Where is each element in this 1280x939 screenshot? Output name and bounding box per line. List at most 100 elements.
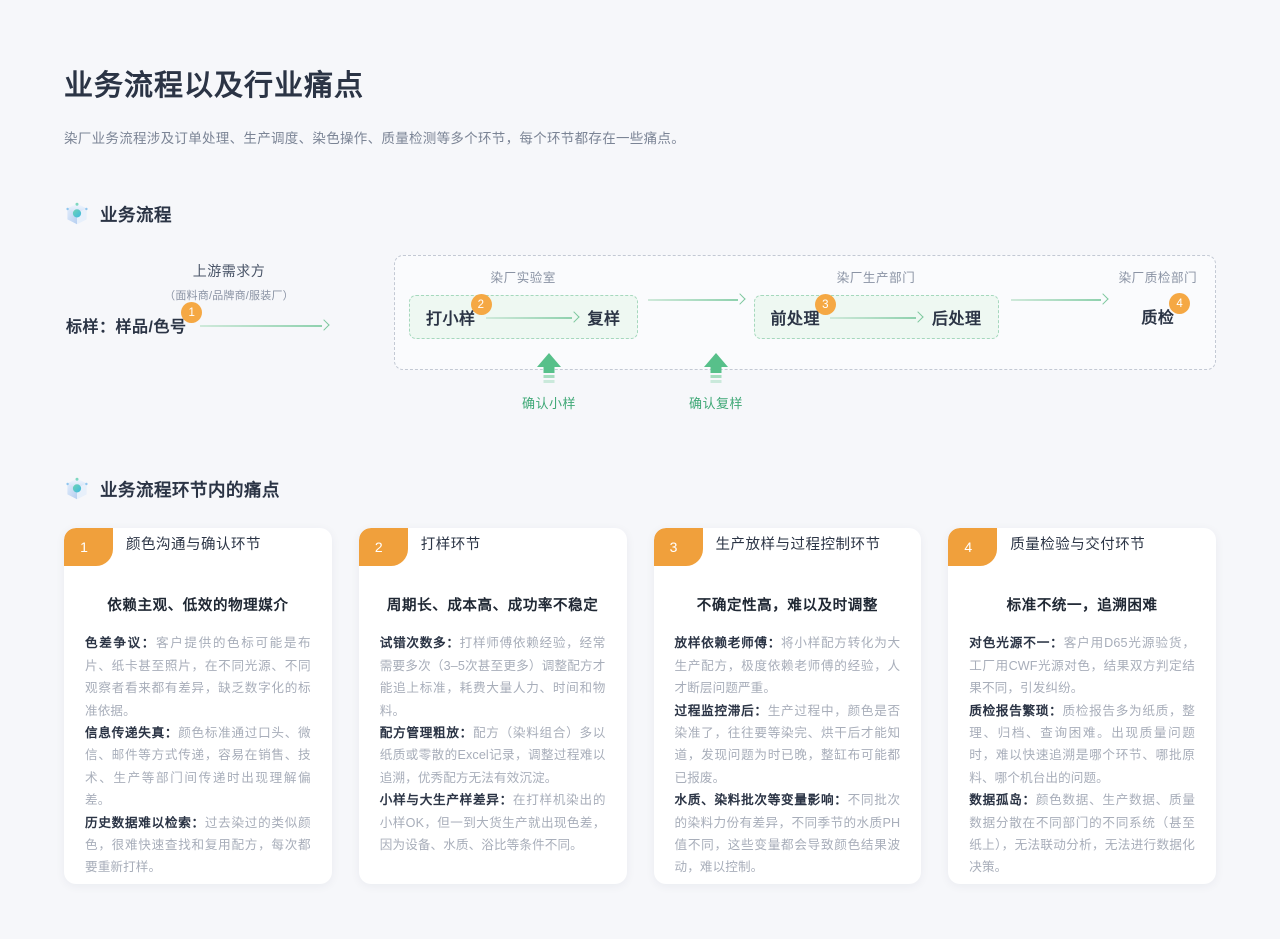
page-title: 业务流程以及行业痛点 xyxy=(64,70,365,102)
pain-point-text: 配方（染料组合）多以纸质或零散的Excel记录，调整过程难以追溯，优秀配方无法有… xyxy=(379,725,606,785)
card-body: 放样依赖老师傅：将小样配方转化为大生产配方，极度依赖老师傅的经验，人才断层问题严… xyxy=(675,632,901,878)
pain-point-item: 历史数据难以检索：过去染过的类似颜色，很难快速查找和复用配方，每次都要重新打样。 xyxy=(85,812,311,879)
pain-point-card: 2 打样环节周期长、成本高、成功率不稳定试错次数多：打样师傅依赖经验，经常需要多次… xyxy=(358,528,627,885)
card-title: 打样环节 xyxy=(420,537,481,554)
pain-point-text: 在打样机染出的小样OK，但一到大货生产就出现色差，因为设备、水质、浴比等条件不同… xyxy=(379,793,606,852)
pain-point-term: 放样依赖老师傅： xyxy=(674,636,782,651)
pain-point-item: 对色光源不一：客户用D65光源验货，工厂用CWF光源对色，结果双方判定结果不同，… xyxy=(969,632,1195,699)
flow-badge-2: 2 xyxy=(470,294,492,316)
pain-point-item: 配方管理粗放：配方（染料组合）多以纸质或零散的Excel记录，调整过程难以追溯，… xyxy=(380,722,606,789)
card-subtitle: 标准不统一，追溯困难 xyxy=(1006,598,1158,615)
card-title: 颜色沟通与确认环节 xyxy=(126,537,261,554)
flow-node-sample-trial[interactable]: 打小样 2 xyxy=(426,294,492,329)
pain-point-term: 质检报告繁琐： xyxy=(969,703,1063,718)
card-subtitle: 不确定性高，难以及时调整 xyxy=(696,598,878,615)
card-header: 2 打样环节 xyxy=(358,528,627,576)
card-number-badge: 3 xyxy=(653,528,703,567)
up-arrow-icon xyxy=(701,353,731,387)
upstream-subtitle: （面料商/品牌商/服装厂） xyxy=(164,290,294,303)
pain-point-item: 试错次数多：打样师傅依赖经验，经常需要多次（3–5次甚至更多）调整配方才能追上标… xyxy=(380,632,606,722)
card-header: 1 颜色沟通与确认环节 xyxy=(64,528,332,576)
pain-point-text: 客户用D65光源验货，工厂用CWF光源对色，结果双方判定结果不同，引发纠纷。 xyxy=(969,636,1196,696)
card-body: 试错次数多：打样师傅依赖经验，经常需要多次（3–5次甚至更多）调整配方才能追上标… xyxy=(380,632,606,856)
card-subtitle: 周期长、成本高、成功率不稳定 xyxy=(386,598,599,615)
flow-outer-container: 染厂实验室 打小样 2 复样 染厂生产部门 xyxy=(394,255,1216,371)
pain-point-item: 质检报告繁琐：质检报告多为纸质，整理、归档、查询困难。出现质量问题时，难以快速追… xyxy=(969,700,1195,790)
flow-group-lab: 染厂实验室 打小样 2 复样 xyxy=(409,267,638,340)
upstream-title: 上游需求方 xyxy=(192,263,266,280)
card-number-badge: 1 xyxy=(64,528,113,567)
section-header-pain: 业务流程环节内的痛点 xyxy=(64,476,1216,502)
cube-icon xyxy=(64,201,90,227)
flow-badge-3: 3 xyxy=(815,294,837,316)
flow-group-production: 染厂生产部门 前处理 3 后处理 xyxy=(753,267,999,340)
dept-title-lab: 染厂实验室 xyxy=(490,271,557,286)
pain-point-term: 对色光源不一： xyxy=(969,636,1064,651)
confirm-sample-group: 确认小样 xyxy=(522,353,576,412)
flow-inner-box-production: 前处理 3 后处理 xyxy=(753,294,999,340)
pain-point-item: 小样与大生产样差异：在打样机染出的小样OK，但一到大货生产就出现色差，因为设备、… xyxy=(380,789,606,856)
flow-badge-1: 1 xyxy=(181,302,203,324)
business-flow-diagram: 上游需求方 （面料商/品牌商/服装厂） 标样：样品/色号 1 染厂实验室 xyxy=(64,255,1216,430)
pain-point-card: 3 生产放样与过程控制环节不确定性高，难以及时调整放样依赖老师傅：将小样配方转化为… xyxy=(653,528,922,885)
pain-point-item: 放样依赖老师傅：将小样配方转化为大生产配方，极度依赖老师傅的经验，人才断层问题严… xyxy=(675,632,901,699)
dept-title-qc: 染厂质检部门 xyxy=(1118,271,1198,286)
pain-point-term: 水质、染料批次等变量影响： xyxy=(674,793,848,808)
pain-point-text: 将小样配方转化为大生产配方，极度依赖老师傅的经验，人才断层问题严重。 xyxy=(674,636,901,696)
pain-point-text: 过去染过的类似颜色，很难快速查找和复用配方，每次都要重新打样。 xyxy=(85,815,311,875)
pain-point-term: 试错次数多： xyxy=(379,636,460,651)
dept-title-production: 染厂生产部门 xyxy=(836,271,916,286)
flow-node-pretreatment[interactable]: 前处理 3 xyxy=(771,294,837,329)
card-number-badge: 4 xyxy=(948,528,998,567)
flow-arrow-production-inner xyxy=(830,311,922,323)
flow-arrow-lab-to-production xyxy=(647,293,744,305)
pain-point-text: 生产过程中，颜色是否染准了，往往要等染完、烘干后才能知道，发现问题为时已晚，整缸… xyxy=(674,703,901,785)
card-body: 对色光源不一：客户用D65光源验货，工厂用CWF光源对色，结果双方判定结果不同，… xyxy=(969,632,1195,878)
page-subtitle: 染厂业务流程涉及订单处理、生产调度、染色操作、质量检测等多个环节，每个环节都存在… xyxy=(64,130,685,146)
confirm-resample-group: 确认复样 xyxy=(689,353,743,412)
card-title: 生产放样与过程控制环节 xyxy=(715,537,881,554)
pain-point-item: 色差争议：客户提供的色标可能是布片、纸卡甚至照片，在不同光源、不同观察者看来都有… xyxy=(85,632,311,722)
confirm-label-sample: 确认小样 xyxy=(522,396,577,412)
section-title-pain: 业务流程环节内的痛点 xyxy=(100,479,280,500)
flow-node-posttreatment[interactable]: 后处理 xyxy=(932,311,982,329)
card-title: 质量检验与交付环节 xyxy=(1010,537,1146,554)
flow-node-quality-check[interactable]: 质检 4 xyxy=(1141,293,1191,328)
flow-inner-box-qc: 质检 4 xyxy=(1125,293,1191,337)
flow-group-upstream: 上游需求方 （面料商/品牌商/服装厂） 标样：样品/色号 1 xyxy=(64,255,394,370)
card-subtitle: 依赖主观、低效的物理媒介 xyxy=(107,598,289,615)
flow-badge-4: 4 xyxy=(1169,293,1191,315)
pain-point-term: 色差争议： xyxy=(85,636,157,651)
pain-point-text: 颜色数据、生产数据、质量数据分散在不同部门的不同系统（甚至纸上），无法联动分析，… xyxy=(969,793,1196,875)
flow-arrow-lab-inner xyxy=(485,311,578,323)
card-body: 色差争议：客户提供的色标可能是布片、纸卡甚至照片，在不同光源、不同观察者看来都有… xyxy=(85,632,311,878)
card-header: 3 生产放样与过程控制环节 xyxy=(653,528,922,576)
pain-point-term: 过程监控滞后： xyxy=(674,703,768,718)
card-header: 4 质量检验与交付环节 xyxy=(948,528,1216,576)
flow-arrow-upstream-to-lab xyxy=(200,319,328,331)
cube-icon xyxy=(64,476,90,502)
pain-point-item: 数据孤岛：颜色数据、生产数据、质量数据分散在不同部门的不同系统（甚至纸上），无法… xyxy=(969,789,1195,879)
pain-point-card: 1 颜色沟通与确认环节依赖主观、低效的物理媒介色差争议：客户提供的色标可能是布片、… xyxy=(64,528,332,885)
pain-point-item: 信息传递失真：颜色标准通过口头、微信、邮件等方式传递，容易在销售、技术、生产等部… xyxy=(85,722,311,812)
flow-node-standard-sample[interactable]: 标样：样品/色号 1 xyxy=(66,302,203,337)
pain-point-text: 不同批次的染料力份有差异，不同季节的水质PH值不同，这些变量都会导致颜色结果波动… xyxy=(674,793,901,875)
pain-point-text: 打样师傅依赖经验，经常需要多次（3–5次甚至更多）调整配方才能追上标准，耗费大量… xyxy=(379,636,606,718)
pain-point-cards: 1 颜色沟通与确认环节依赖主观、低效的物理媒介色差争议：客户提供的色标可能是布片、… xyxy=(64,528,1216,885)
confirm-label-resample: 确认复样 xyxy=(689,396,744,412)
pain-point-text: 质检报告多为纸质，整理、归档、查询困难。出现质量问题时，难以快速追溯是哪个环节、… xyxy=(969,703,1196,785)
up-arrow-icon xyxy=(534,353,564,387)
pain-point-item: 过程监控滞后：生产过程中，颜色是否染准了，往往要等染完、烘干后才能知道，发现问题… xyxy=(675,700,901,790)
pain-point-term: 小样与大生产样差异： xyxy=(379,793,513,808)
pain-point-text: 颜色标准通过口头、微信、邮件等方式传递，容易在销售、技术、生产等部门间传递时出现… xyxy=(85,725,311,808)
section-title-flow: 业务流程 xyxy=(100,204,172,225)
pain-point-text: 客户提供的色标可能是布片、纸卡甚至照片，在不同光源、不同观察者看来都有差异，缺乏… xyxy=(85,636,311,718)
pain-point-term: 数据孤岛： xyxy=(969,793,1036,808)
pain-point-term: 信息传递失真： xyxy=(85,725,179,740)
flow-group-qc: 染厂质检部门 质检 4 xyxy=(1119,267,1198,337)
flow-arrow-production-to-qc xyxy=(1010,293,1107,305)
card-number-badge: 2 xyxy=(358,528,408,567)
flow-node-resample[interactable]: 复样 xyxy=(587,311,621,329)
pain-point-card: 4 质量检验与交付环节标准不统一，追溯困难对色光源不一：客户用D65光源验货，工厂… xyxy=(948,528,1216,885)
